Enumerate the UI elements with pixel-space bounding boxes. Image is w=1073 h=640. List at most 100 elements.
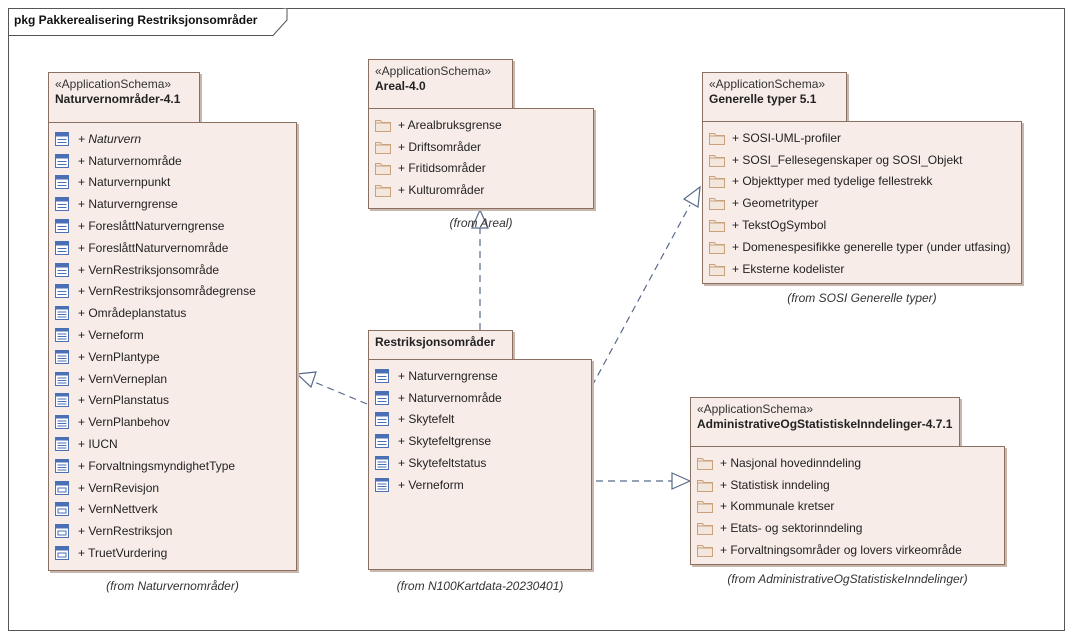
package-element[interactable]: + VernPlanstatus <box>55 390 256 412</box>
package-element[interactable]: + VernRestriksjon <box>55 520 256 542</box>
package-element[interactable]: + Naturvernområde <box>55 150 256 172</box>
folder-icon <box>697 478 713 492</box>
folder-icon <box>709 153 725 167</box>
folder-icon <box>697 499 713 514</box>
package-generelle-typer[interactable]: «ApplicationSchema» Generelle typer 5.1 … <box>702 72 1022 285</box>
package-contents: + Naturvern+ Naturvernområde+ Naturvernp… <box>55 128 256 564</box>
enumeration-icon <box>55 328 69 343</box>
datatype-icon <box>55 524 69 539</box>
folder-icon <box>375 140 391 154</box>
package-element-label: + ForeslåttNaturvernområde <box>78 240 229 255</box>
package-element[interactable]: + Skytefeltgrense <box>375 430 502 452</box>
folder-icon <box>375 118 391 132</box>
realization-arrowhead-admin <box>671 472 692 490</box>
package-body: + Arealbruksgrense+ Driftsområder + Friti… <box>368 108 594 209</box>
package-element-label: + Kulturområder <box>398 183 485 198</box>
package-element[interactable]: + Naturvernområde <box>375 387 502 409</box>
package-element-label: + Domenespesifikke generelle typer (unde… <box>732 239 1011 254</box>
diagram-frame <box>8 8 1065 631</box>
package-element[interactable]: + VernPlanbehov <box>55 411 256 433</box>
package-element[interactable]: + Objekttyper med tydelige fellestrekk <box>709 171 1010 193</box>
package-element[interactable]: + Verneform <box>55 324 256 346</box>
package-tab: «ApplicationSchema» Generelle typer 5.1 <box>702 72 847 123</box>
package-element[interactable]: + Eksterne kodelister <box>709 258 1010 280</box>
package-name: Generelle typer 5.1 <box>709 92 817 106</box>
class-icon <box>55 262 69 277</box>
package-element-label: + VernRestriksjon <box>78 524 173 539</box>
package-element-label: + Kommunale kretser <box>720 499 835 514</box>
package-element[interactable]: + Naturverngrense <box>55 193 256 215</box>
package-element[interactable]: + VernNettverk <box>55 499 256 521</box>
package-element-label: + VernRestriksjonsområde <box>78 262 220 277</box>
folder-icon <box>709 240 725 254</box>
class-icon <box>375 368 389 383</box>
package-element[interactable]: + Naturvernpunkt <box>55 172 256 194</box>
package-element[interactable]: + VernRestriksjonsområdegrense <box>55 281 256 303</box>
package-element[interactable]: + Geometrityper <box>709 192 1010 214</box>
package-element-label: + ForeslåttNaturverngrense <box>78 219 225 234</box>
package-stereotype: «ApplicationSchema» <box>697 402 814 416</box>
package-element[interactable]: + VernRevisjon <box>55 477 256 499</box>
package-element-label: + Statistisk inndeling <box>720 477 830 492</box>
package-element[interactable]: + VernPlantype <box>55 346 256 368</box>
package-element-label: + Skytefeltstatus <box>398 456 487 471</box>
package-element[interactable]: + SOSI-UML-profiler <box>709 127 1010 149</box>
package-element[interactable]: + Nasjonal hovedinndeling <box>697 452 962 474</box>
folder-icon <box>709 174 725 189</box>
package-tab: «ApplicationSchema» Naturvernområder-4.1 <box>48 72 200 123</box>
package-element[interactable]: + Statistisk inndeling <box>697 474 962 496</box>
enumeration-icon <box>55 393 69 408</box>
package-element[interactable]: + Områdeplanstatus <box>55 302 256 324</box>
package-element[interactable]: + ForeslåttNaturverngrense <box>55 215 256 237</box>
enumeration-icon <box>55 437 69 452</box>
package-element[interactable]: + Kommunale kretser <box>697 496 962 518</box>
package-tab: Restriksjonsområder <box>368 330 513 360</box>
package-areal[interactable]: «ApplicationSchema» Areal-4.0 + Arealbru… <box>368 59 594 210</box>
package-element[interactable]: + Skytefeltstatus <box>375 452 502 474</box>
package-name: Restriksjonsområder <box>375 335 496 349</box>
package-name: Naturvernområder-4.1 <box>55 92 181 106</box>
package-element[interactable]: + ForvaltningsmyndighetType <box>55 455 256 477</box>
package-element[interactable]: + VernVerneplan <box>55 368 256 390</box>
package-body: + Nasjonal hovedinndeling + Statistisk in… <box>690 446 1005 565</box>
package-stereotype: «ApplicationSchema» <box>709 77 826 91</box>
package-element[interactable]: + Fritidsområder <box>375 158 502 180</box>
class-icon <box>55 131 69 146</box>
package-element[interactable]: + Verneform <box>375 474 502 496</box>
class-icon <box>375 412 389 427</box>
enumeration-icon <box>55 415 69 430</box>
package-element[interactable]: + ForeslåttNaturvernområde <box>55 237 256 259</box>
package-element[interactable]: + IUCN <box>55 433 256 455</box>
package-tab: «ApplicationSchema» AdministrativeOgStat… <box>690 397 960 448</box>
package-body: + Naturvern+ Naturvernområde+ Naturvernp… <box>48 122 297 571</box>
package-element[interactable]: + Domenespesifikke generelle typer (unde… <box>709 236 1010 258</box>
package-element-label: + VernNettverk <box>78 502 158 517</box>
package-element[interactable]: + VernRestriksjonsområde <box>55 259 256 281</box>
package-administrative-inndelinger[interactable]: «ApplicationSchema» AdministrativeOgStat… <box>690 397 1005 566</box>
package-body: + Naturverngrense + Naturvernområde + Skyt… <box>368 359 592 570</box>
package-element-label: + VernPlantype <box>78 349 160 364</box>
package-stereotype: «ApplicationSchema» <box>375 64 492 78</box>
package-element[interactable]: + Kulturområder <box>375 179 502 201</box>
package-element[interactable]: + SOSI_Fellesegenskaper og SOSI_Objekt <box>709 149 1010 171</box>
package-element-label: + Fritidsområder <box>398 161 486 176</box>
folder-icon <box>709 196 725 211</box>
package-element[interactable]: + Etats- og sektorinndeling <box>697 517 962 539</box>
folder-icon <box>697 543 713 558</box>
package-element[interactable]: + TruetVurdering <box>55 542 256 564</box>
package-naturvernomrader[interactable]: «ApplicationSchema» Naturvernområder-4.1… <box>48 72 297 572</box>
folder-icon <box>697 456 713 470</box>
package-element[interactable]: + Arealbruksgrense <box>375 114 502 136</box>
package-restriksjonsomrader[interactable]: Restriksjonsområder + Naturverngrense+ N… <box>368 330 592 571</box>
package-origin-note: (from Naturvernområder) <box>106 579 239 593</box>
package-element-label: + VernRestriksjonsområdegrense <box>78 284 256 299</box>
package-element-label: + Nasjonal hovedinndeling <box>720 455 862 470</box>
package-element-label: + Naturvernområde <box>398 390 502 405</box>
package-element[interactable]: + TekstOgSymbol <box>709 214 1010 236</box>
package-element[interactable]: + Naturvern <box>55 128 256 150</box>
package-element-label: + Geometrityper <box>732 196 819 211</box>
package-element[interactable]: + Forvaltningsområder og lovers virkeomr… <box>697 539 962 561</box>
package-element[interactable]: + Naturverngrense <box>375 365 502 387</box>
package-element[interactable]: + Skytefelt <box>375 409 502 431</box>
package-element[interactable]: + Driftsområder <box>375 136 502 158</box>
